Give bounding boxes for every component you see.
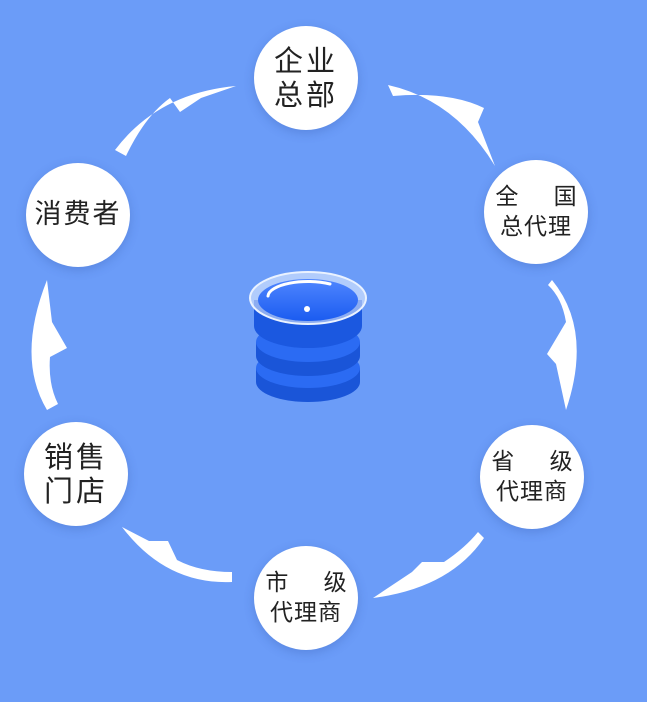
node-provincial: 省 级 代理商	[480, 425, 584, 529]
node-hq-line2: 总部	[273, 78, 338, 112]
node-city: 市 级 代理商	[254, 546, 358, 650]
node-provincial-line2: 代理商	[496, 479, 568, 505]
node-national: 全 国 总代理	[484, 160, 588, 264]
node-national-line2: 总代理	[500, 214, 572, 240]
arrow-city-to-store	[122, 527, 232, 583]
arrow-hq-to-national	[388, 85, 495, 166]
node-store-line1: 销售	[43, 440, 108, 474]
node-city-line1: 市 级	[265, 570, 361, 596]
database-icon	[249, 271, 367, 402]
node-hq-line1: 企业	[273, 44, 338, 78]
arrow-provincial-to-city	[373, 532, 484, 598]
node-consumer: 消费者	[26, 163, 130, 267]
node-city-line2: 代理商	[270, 600, 342, 626]
flow-arrows	[31, 85, 577, 598]
node-provincial-line1: 省 级	[491, 449, 587, 475]
node-store-line2: 门店	[43, 474, 108, 508]
arrow-national-to-provincial	[547, 280, 577, 410]
node-store: 销售 门店	[24, 422, 128, 526]
arrow-store-to-consumer	[31, 280, 67, 410]
node-national-line1: 全 国	[495, 184, 591, 210]
node-hq: 企业 总部	[254, 26, 358, 130]
node-consumer-line1: 消费者	[34, 199, 122, 230]
arrow-consumer-to-hq	[115, 86, 236, 156]
